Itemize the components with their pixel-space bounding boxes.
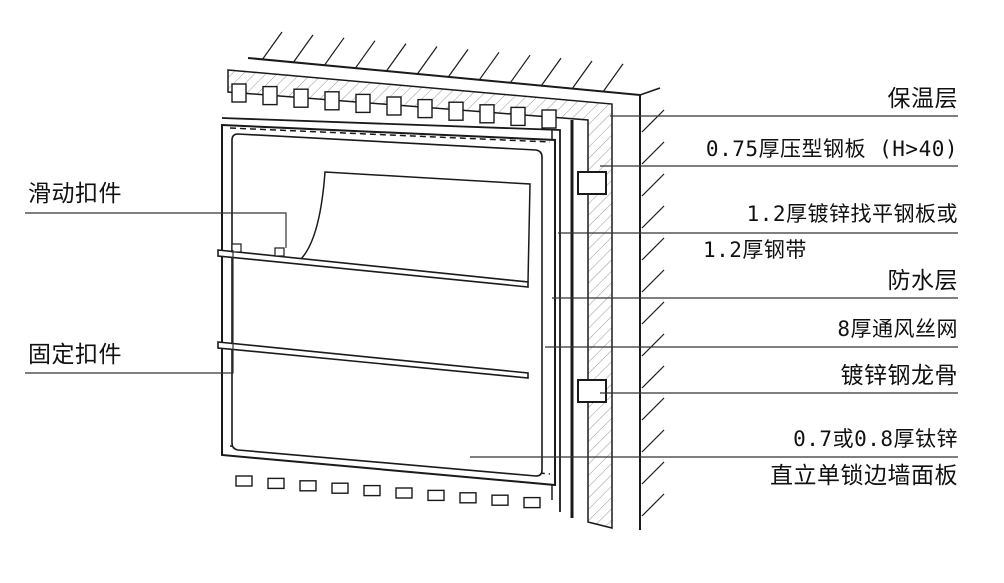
wall-hatch-tick bbox=[641, 141, 665, 165]
wall-hatch-tick bbox=[354, 40, 376, 70]
wall-hatch-tick bbox=[641, 397, 665, 421]
wall-top-edge bbox=[639, 87, 661, 96]
label-leveling-steel-1: 1.2厚镀锌找平钢板或 bbox=[746, 202, 958, 226]
wall-hatch-tick bbox=[292, 34, 314, 64]
profiled-rib bbox=[293, 88, 309, 108]
wall-hatch-tick bbox=[385, 43, 407, 72]
rail-upper bbox=[217, 249, 529, 288]
profiled-rib bbox=[386, 96, 402, 116]
wall-hatch-tick bbox=[641, 269, 665, 293]
wall-hatch-tick bbox=[602, 63, 624, 93]
wall-hatch-tick bbox=[509, 54, 531, 84]
wall-hatch-tick bbox=[641, 461, 665, 485]
wall-hatch-right bbox=[641, 109, 665, 517]
wall-hatch-tick bbox=[641, 301, 665, 325]
profiled-rib bbox=[363, 484, 381, 497]
wall-hatch-tick bbox=[641, 493, 665, 517]
profiled-rib bbox=[491, 494, 509, 506]
leveling-steel-plate bbox=[221, 117, 561, 512]
profiled-rib bbox=[355, 93, 371, 114]
label-insulation: 保温层 bbox=[887, 86, 958, 112]
profiled-steel-ribs-bottom bbox=[235, 475, 541, 509]
profiled-rib bbox=[235, 475, 253, 487]
label-fixed-clip: 固定扣件 bbox=[28, 342, 122, 368]
label-panel-1: 0.7或0.8厚钛锌 bbox=[793, 427, 958, 451]
profiled-rib bbox=[395, 487, 413, 499]
wall-hatch-tick bbox=[641, 237, 665, 261]
profiled-rib bbox=[479, 104, 495, 124]
wall-hatch-tick bbox=[323, 37, 345, 67]
leader-fixed-clip bbox=[25, 250, 234, 374]
wall-hatch-tick bbox=[641, 333, 665, 357]
wall-hatch-tick bbox=[641, 429, 665, 453]
wall-hatch-tick bbox=[540, 57, 562, 87]
insulation-layer bbox=[227, 69, 613, 529]
profiled-rib bbox=[231, 83, 247, 103]
steel-keel-bracket-lower bbox=[577, 379, 607, 403]
wall-hatch-tick bbox=[571, 60, 593, 90]
profiled-rib bbox=[523, 496, 541, 509]
sliding-clip-1 bbox=[231, 243, 242, 253]
label-steel-keel: 镀锌钢龙骨 bbox=[840, 363, 958, 389]
profiled-rib bbox=[510, 106, 526, 127]
rail-lower bbox=[217, 341, 529, 379]
profiled-rib bbox=[448, 101, 464, 121]
profiled-rib bbox=[262, 85, 278, 106]
label-vent-mesh: 8厚通风丝网 bbox=[837, 317, 958, 341]
wall-hatch-tick bbox=[447, 49, 469, 78]
profiled-rib bbox=[324, 91, 340, 111]
profiled-rib bbox=[299, 480, 317, 492]
leader-sliding-clip bbox=[25, 212, 287, 248]
label-waterproof: 防水层 bbox=[887, 268, 958, 294]
wall-hatch-tick bbox=[416, 46, 438, 75]
wall-hatch-tick bbox=[641, 173, 665, 197]
profiled-rib bbox=[417, 98, 433, 119]
sliding-clip-2 bbox=[274, 247, 285, 257]
wall-hatch-tick bbox=[261, 31, 283, 61]
profiled-rib bbox=[541, 109, 557, 129]
label-sliding-clip: 滑动扣件 bbox=[28, 181, 122, 207]
wall-hatch-tick bbox=[641, 205, 665, 229]
profiled-rib bbox=[427, 489, 445, 502]
wall-hatch-tick bbox=[641, 109, 665, 133]
label-profiled-steel: 0.75厚压型钢板 (H>40) bbox=[705, 137, 958, 161]
profiled-rib bbox=[331, 482, 349, 494]
wall-hatch-tick bbox=[478, 51, 500, 81]
label-panel-2: 直立单锁边墙面板 bbox=[770, 463, 958, 489]
profiled-steel-ribs-top bbox=[231, 83, 557, 129]
steel-keel-bracket-upper bbox=[577, 171, 607, 195]
wall-hatch-top bbox=[261, 31, 624, 93]
label-leveling-steel-2: 1.2厚钢带 bbox=[703, 238, 807, 262]
profiled-rib bbox=[267, 477, 285, 490]
profiled-rib bbox=[459, 492, 477, 504]
panel-seam-top bbox=[229, 127, 551, 143]
wall-hatch-tick bbox=[641, 365, 665, 389]
